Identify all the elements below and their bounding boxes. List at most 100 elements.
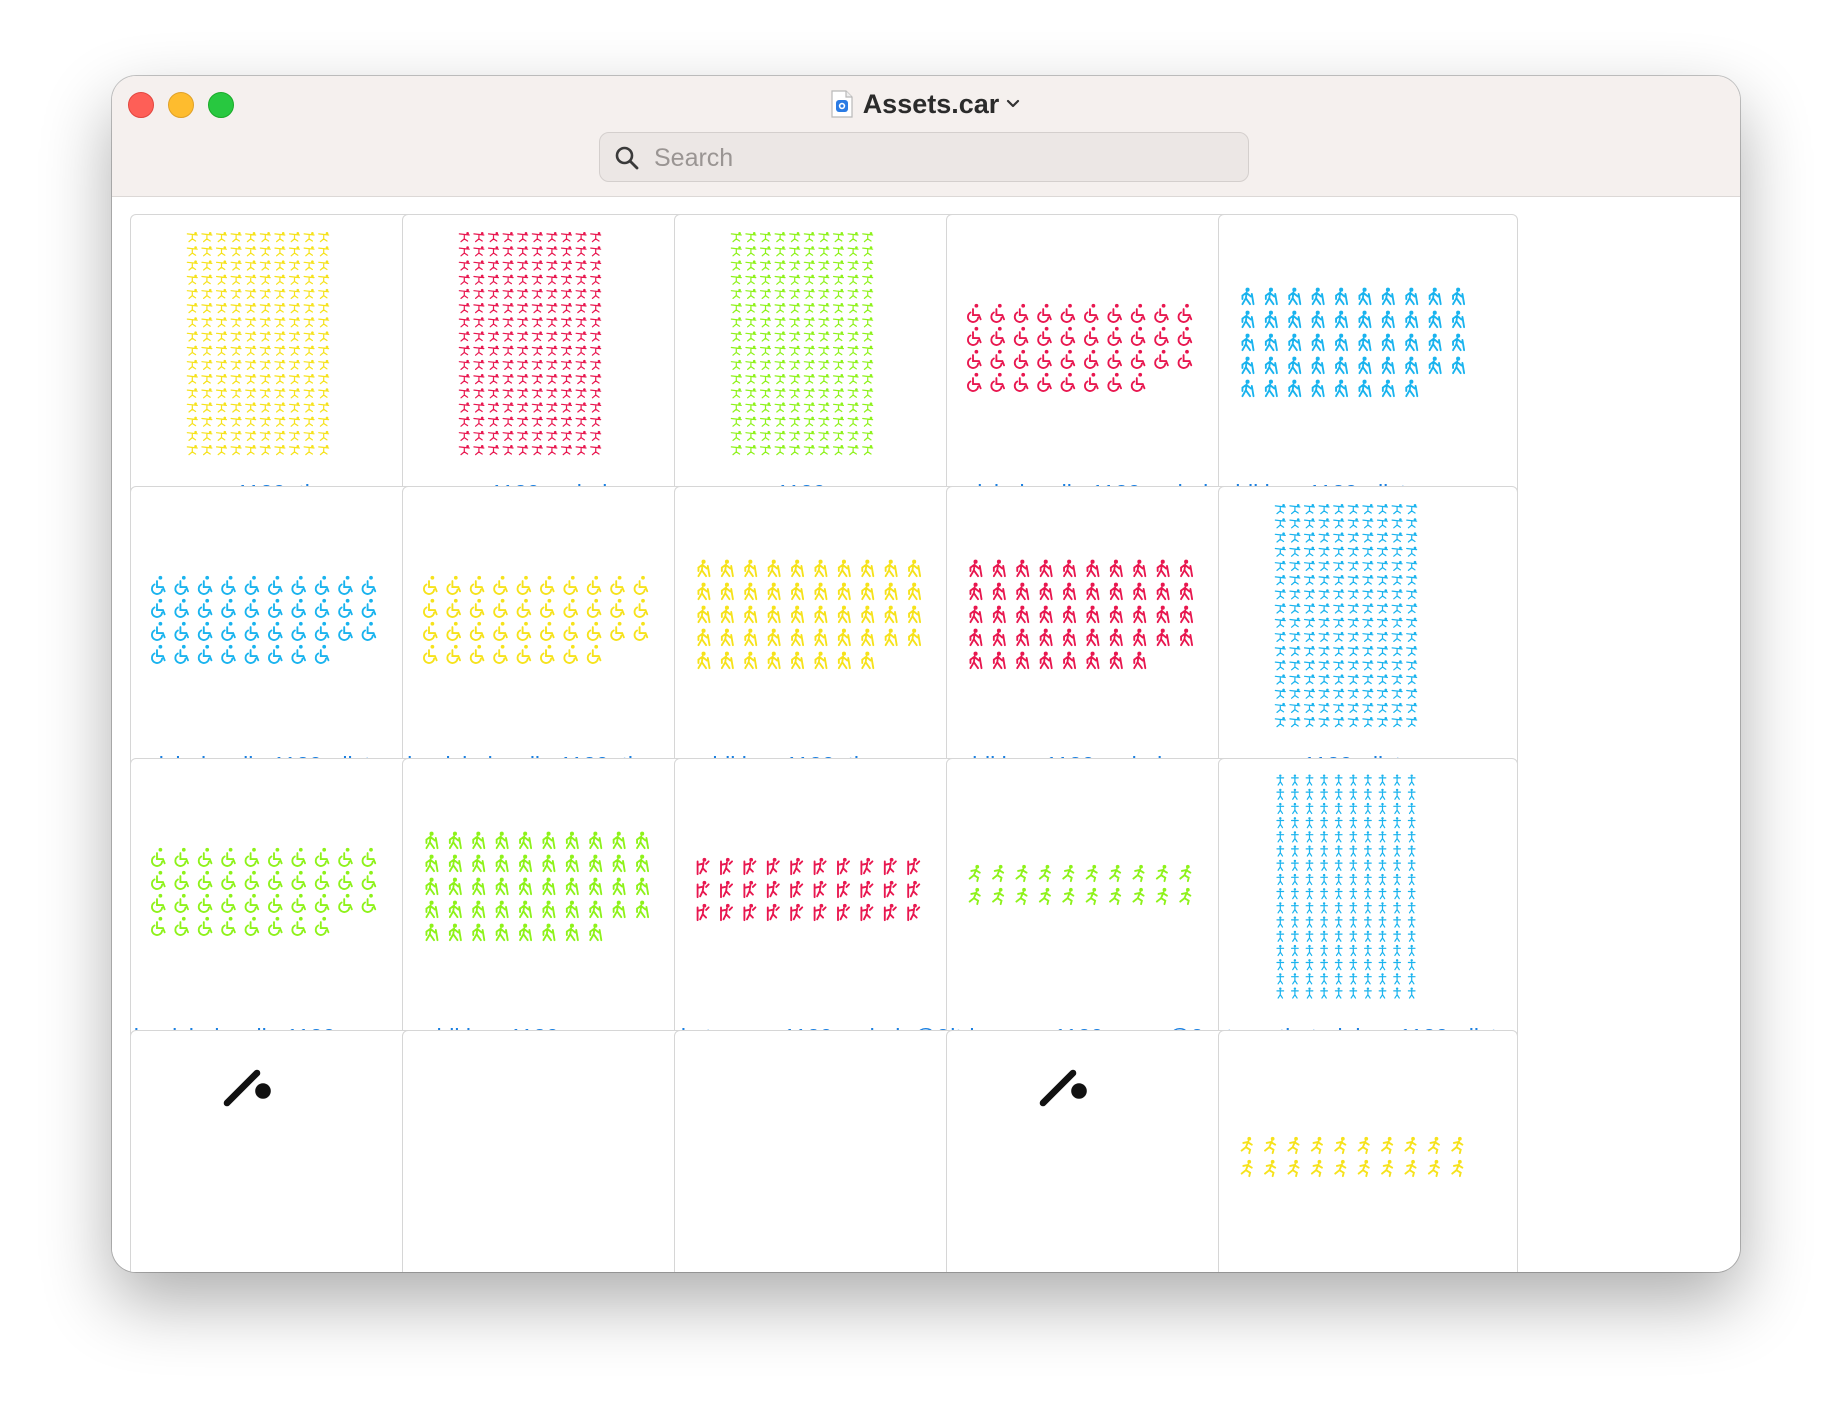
wheelchair-icon <box>423 621 438 641</box>
hiker-icon <box>908 582 922 601</box>
asset-grid[interactable]: yoga_1120_time.pngyoga_1120_calories.png… <box>112 197 1740 1272</box>
asset-tile[interactable]: hiking_1120_time.png <box>674 486 974 786</box>
wheelchair-icon <box>268 644 283 664</box>
yoga-icon <box>803 288 815 300</box>
hiker-icon <box>565 854 579 873</box>
hiker-icon <box>1063 628 1077 647</box>
strength-training-icon <box>1305 873 1314 886</box>
minimize-button[interactable] <box>168 92 194 118</box>
yoga-icon <box>531 317 543 328</box>
hiker-icon <box>565 877 579 896</box>
yoga-icon <box>186 345 198 356</box>
asset-tile[interactable]: yoga_1120_distance.png <box>1218 486 1518 786</box>
wheelchair-icon <box>151 916 166 936</box>
asset-tile[interactable]: yoga_1120_time.png <box>130 214 430 514</box>
asset-tile[interactable]: heelchairwalk_1120_open.pr <box>130 758 430 1058</box>
wheelchair-icon <box>314 598 330 618</box>
yoga-icon <box>215 232 228 243</box>
strength-training-icon <box>1349 902 1358 914</box>
yoga-icon <box>590 303 602 314</box>
asset-tile[interactable]: eelchairwalk_1120_distance. <box>130 486 430 786</box>
yoga-icon <box>803 402 815 413</box>
yoga-icon <box>759 288 772 300</box>
yoga-icon <box>803 359 815 371</box>
hiker-icon <box>1264 333 1278 352</box>
strength-training-icon <box>1393 902 1402 914</box>
asset-tile[interactable] <box>674 1030 974 1272</box>
yoga-icon <box>1333 603 1345 614</box>
hiker-icon <box>1086 651 1100 670</box>
yoga-icon <box>1347 702 1359 714</box>
asset-tile[interactable]: heelchairwalk_1120_time.pn <box>402 486 702 786</box>
yoga-icon <box>1347 617 1359 628</box>
asset-tile[interactable]: trength_training_1120_dista <box>1218 758 1518 1058</box>
wheelchair-icon <box>1013 326 1029 346</box>
yoga-icon <box>1391 575 1403 586</box>
strength-training-icon <box>1378 973 1387 985</box>
close-button[interactable] <box>128 92 154 118</box>
window-title-menu[interactable]: Assets.car <box>112 86 1740 122</box>
yoga-icon <box>274 430 286 442</box>
wheelchair-icon <box>423 598 438 618</box>
asset-tile[interactable] <box>1218 1030 1518 1272</box>
asset-tile[interactable]: hiking_1120_distance.png <box>1218 214 1518 514</box>
yoga-icon <box>1274 575 1286 586</box>
strength-training-icon <box>1363 845 1372 857</box>
zoom-button[interactable] <box>208 92 234 118</box>
yoga-icon <box>186 416 198 427</box>
stair-stepper-icon <box>720 880 733 899</box>
asset-tile[interactable]: yoga_1120_open.png <box>674 214 974 514</box>
yoga-icon <box>774 402 786 413</box>
hiker-icon <box>1335 310 1349 329</box>
yoga-icon <box>245 430 257 442</box>
asset-tile[interactable] <box>402 1030 702 1272</box>
yoga-icon <box>1303 504 1316 515</box>
yoga-icon <box>230 430 242 442</box>
yoga-icon <box>1347 646 1359 657</box>
runner-icon <box>1427 1136 1440 1155</box>
runner-icon <box>1132 887 1145 906</box>
asset-tile[interactable]: irstepper_1120_calorie@2x. <box>674 758 974 1058</box>
asset-tile[interactable]: itdoorrun_1120_open@2x.pr <box>946 758 1246 1058</box>
search-field[interactable] <box>599 132 1249 182</box>
yoga-icon <box>274 288 286 300</box>
wheelchair-icon <box>1060 349 1076 369</box>
yoga-icon <box>774 445 786 456</box>
yoga-icon <box>473 274 485 285</box>
hiker-icon <box>472 854 486 873</box>
asset-tile[interactable] <box>130 1030 430 1272</box>
yoga-icon <box>1303 589 1316 600</box>
asset-tile[interactable]: hiking_1120_calorie.png <box>946 486 1246 786</box>
hiker-icon <box>1381 333 1395 352</box>
yoga-icon <box>803 388 815 399</box>
yoga-icon <box>1347 575 1359 586</box>
asset-thumbnail <box>151 575 377 664</box>
search-input[interactable] <box>652 139 1216 177</box>
yoga-icon <box>1347 589 1359 600</box>
yoga-icon <box>789 445 801 456</box>
wheelchair-icon <box>151 870 166 890</box>
yoga-icon <box>303 402 315 413</box>
asset-tile[interactable]: hiking_1120_open.png <box>402 758 702 1058</box>
yoga-icon <box>531 331 543 342</box>
wheelchair-icon <box>268 916 283 936</box>
hiker-icon <box>969 582 983 601</box>
wheelchair-icon <box>338 575 353 595</box>
yoga-icon <box>274 345 286 356</box>
yoga-icon <box>502 288 514 300</box>
wheelchair-icon <box>1084 349 1099 369</box>
yoga-icon <box>517 416 529 427</box>
asset-tile[interactable] <box>946 1030 1246 1272</box>
yoga-icon <box>259 445 271 456</box>
strength-training-icon <box>1320 845 1329 857</box>
asset-tile[interactable]: eelchairwalk_1120_calorie.p <box>946 214 1246 514</box>
hiker-icon <box>1063 559 1077 578</box>
strength-training-icon <box>1407 802 1416 815</box>
asset-tile[interactable]: yoga_1120_calories.png <box>402 214 702 514</box>
yoga-icon <box>318 445 330 456</box>
hiker-icon <box>720 605 734 624</box>
wheelchair-icon <box>197 893 213 913</box>
yoga-icon <box>1362 504 1374 515</box>
hiker-icon <box>1405 379 1419 398</box>
yoga-icon <box>230 260 242 271</box>
